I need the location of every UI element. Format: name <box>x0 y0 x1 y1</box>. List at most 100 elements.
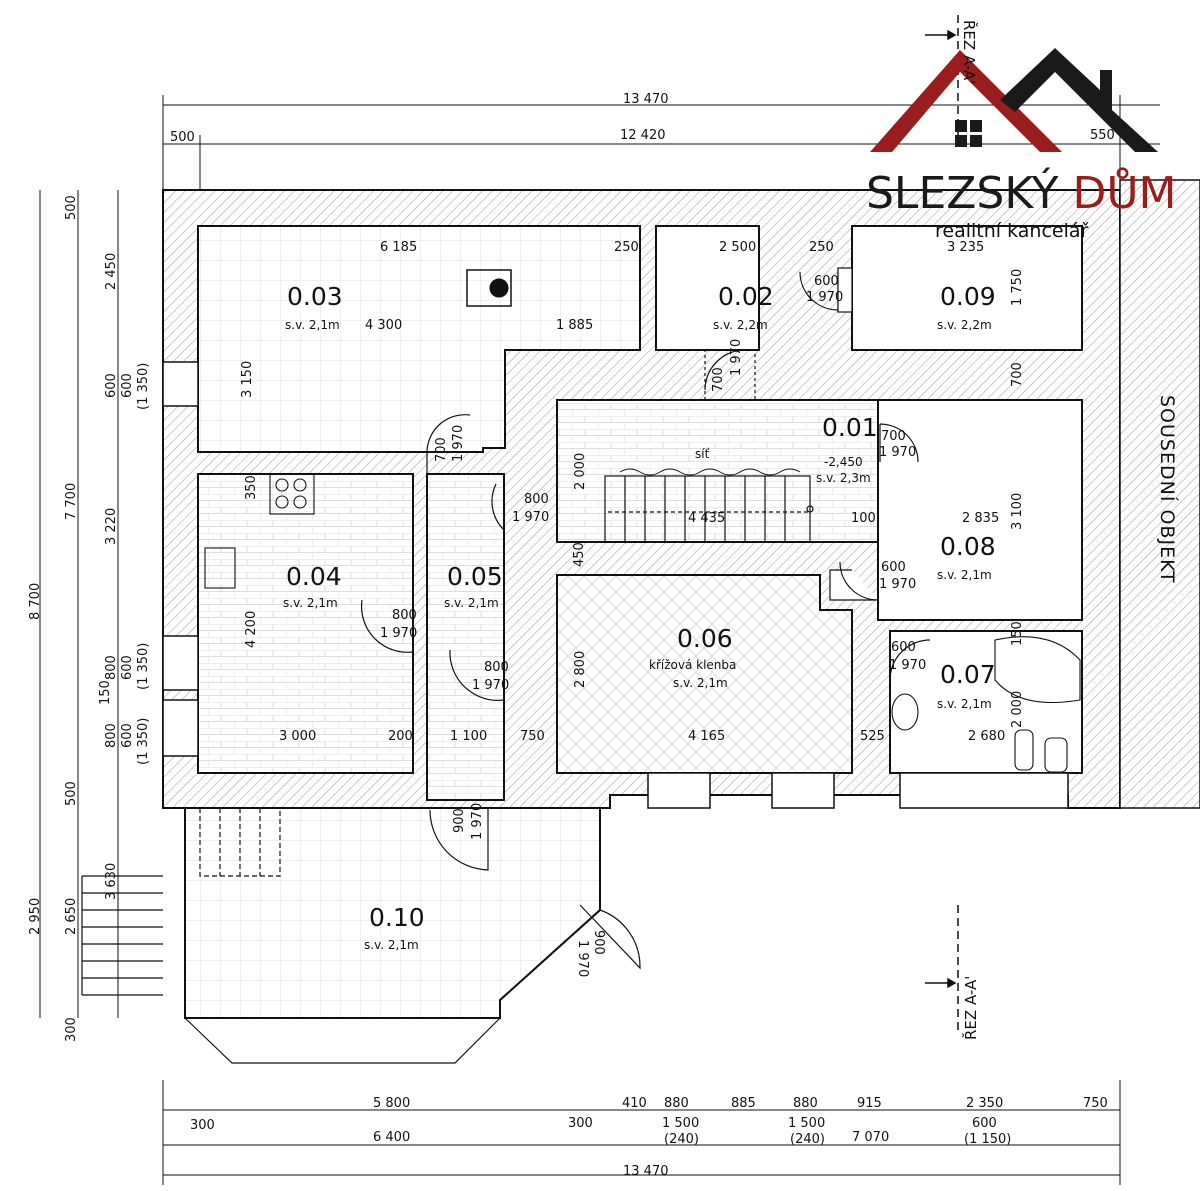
room-id: 0.10 <box>369 903 425 932</box>
dim-label: 450 <box>572 542 587 567</box>
dim-label: 1 970 <box>451 424 466 462</box>
dim-label: 1 970 <box>806 290 844 305</box>
dim-label: 3 000 <box>279 729 317 744</box>
room-height: s.v. 2,2m <box>713 318 768 332</box>
dim-label: 300 <box>190 1118 215 1133</box>
dim-label: 2 000 <box>1010 690 1025 728</box>
dim-label: 1 970 <box>729 338 744 376</box>
dim-label: 500 <box>170 130 195 145</box>
neighbour-label: SOUSEDNÍ OBJEKT <box>1156 395 1178 584</box>
room-0-03 <box>197 225 641 453</box>
dim-label: (1 350) <box>136 362 151 410</box>
dim-label: 700 <box>1010 362 1025 387</box>
dim-label: (240) <box>664 1132 699 1147</box>
dim-label: 800 <box>484 660 509 675</box>
dim-label: 900 <box>591 930 606 955</box>
dim-label: 880 <box>664 1096 689 1111</box>
logo-accent-text: DŮM <box>1072 168 1177 219</box>
dim-label: 2 680 <box>968 729 1006 744</box>
dim-label: 1 885 <box>556 318 594 333</box>
bathroom-fixtures <box>204 269 1081 773</box>
dim-label: 1 970 <box>889 658 927 673</box>
dimension-lines <box>39 95 1160 1185</box>
room-height: s.v. 2,1m <box>285 318 340 332</box>
dim-label: 4 300 <box>365 318 403 333</box>
dim-label: 600 <box>120 373 135 398</box>
room-id: 0.03 <box>287 282 343 311</box>
dim-label: 1 970 <box>879 577 917 592</box>
room-id: 0.05 <box>447 562 503 591</box>
dim-label: 3 150 <box>240 360 255 398</box>
dim-label: 3 220 <box>104 507 119 545</box>
dim-label: 2 800 <box>573 650 588 688</box>
dim-label: 700 <box>434 437 449 462</box>
dim-label: 800 <box>524 492 549 507</box>
dim-label: 6 400 <box>373 1130 411 1145</box>
dim-label: 2 500 <box>719 240 757 255</box>
room-note: síť <box>695 447 710 461</box>
room-id: 0.07 <box>940 660 996 689</box>
dim-label: 500 <box>64 781 79 806</box>
dim-label: 5 800 <box>373 1096 411 1111</box>
dim-label: 6 185 <box>380 240 418 255</box>
dim-label: 1 970 <box>472 678 510 693</box>
logo-main-text: SLEZSKÝ <box>866 168 1073 219</box>
dim-label: 3 100 <box>1010 492 1025 530</box>
dim-label: 2 000 <box>573 452 588 490</box>
dim-label: 13 470 <box>623 92 669 107</box>
dim-label: 8 700 <box>28 582 43 620</box>
dim-label: 250 <box>809 240 834 255</box>
dim-label: 525 <box>860 729 885 744</box>
room-0-05 <box>426 473 505 801</box>
dim-label: 800 <box>104 655 119 680</box>
dim-label: 1 500 <box>662 1116 700 1131</box>
room-id: 0.01 <box>822 413 878 442</box>
doors <box>360 267 931 970</box>
room-height: s.v. 2,1m <box>673 676 728 690</box>
dim-label: 4 435 <box>688 511 726 526</box>
dim-label: (1 150) <box>964 1132 1012 1147</box>
dim-label: 2 835 <box>962 511 1000 526</box>
dim-label: 1 100 <box>450 729 488 744</box>
dim-label: 1 970 <box>380 626 418 641</box>
dim-label: 600 <box>104 373 119 398</box>
dim-label: (1 350) <box>136 717 151 765</box>
dim-label: 600 <box>881 560 906 575</box>
dim-label: 800 <box>104 723 119 748</box>
dim-label: 700 <box>711 367 726 392</box>
dim-label: 350 <box>244 475 259 500</box>
dim-label: 600 <box>972 1116 997 1131</box>
windows <box>162 361 1069 809</box>
dim-label: 600 <box>891 640 916 655</box>
room-height: s.v. 2,1m <box>937 697 992 711</box>
dim-label: 2 450 <box>104 252 119 290</box>
room-id: 0.08 <box>940 532 996 561</box>
dim-label: 300 <box>568 1116 593 1131</box>
dim-label: 2 950 <box>28 897 43 935</box>
room-0-08 <box>877 399 1083 621</box>
dim-label: 1 970 <box>512 510 550 525</box>
room-height: s.v. 2,1m <box>283 596 338 610</box>
dim-label: (1 350) <box>136 642 151 690</box>
logo-subtitle: realitní kancelář <box>935 220 1089 242</box>
dim-label: 500 <box>64 195 79 220</box>
house-roof-logo-icon <box>870 48 1158 152</box>
dim-label: 2 650 <box>64 897 79 935</box>
room-height: s.v. 2,2m <box>937 318 992 332</box>
dim-label: 1 500 <box>788 1116 826 1131</box>
stairs <box>604 468 814 543</box>
dim-label: 4 200 <box>244 610 259 648</box>
dim-label: 900 <box>452 808 467 833</box>
room-height: s.v. 2,3m <box>816 471 871 485</box>
dim-label: 1 750 <box>1010 268 1025 306</box>
logo-title: SLEZSKÝ DŮM <box>866 168 1177 219</box>
room-height: s.v. 2,1m <box>364 938 419 952</box>
dim-label: 600 <box>814 274 839 289</box>
room-level: -2,450 <box>824 455 863 469</box>
dim-label: 550 <box>1090 128 1115 143</box>
room-note: křížová klenba <box>649 658 737 672</box>
dim-label: 300 <box>64 1017 79 1042</box>
dim-label: 7 070 <box>852 1130 890 1145</box>
dim-label: 200 <box>388 729 413 744</box>
